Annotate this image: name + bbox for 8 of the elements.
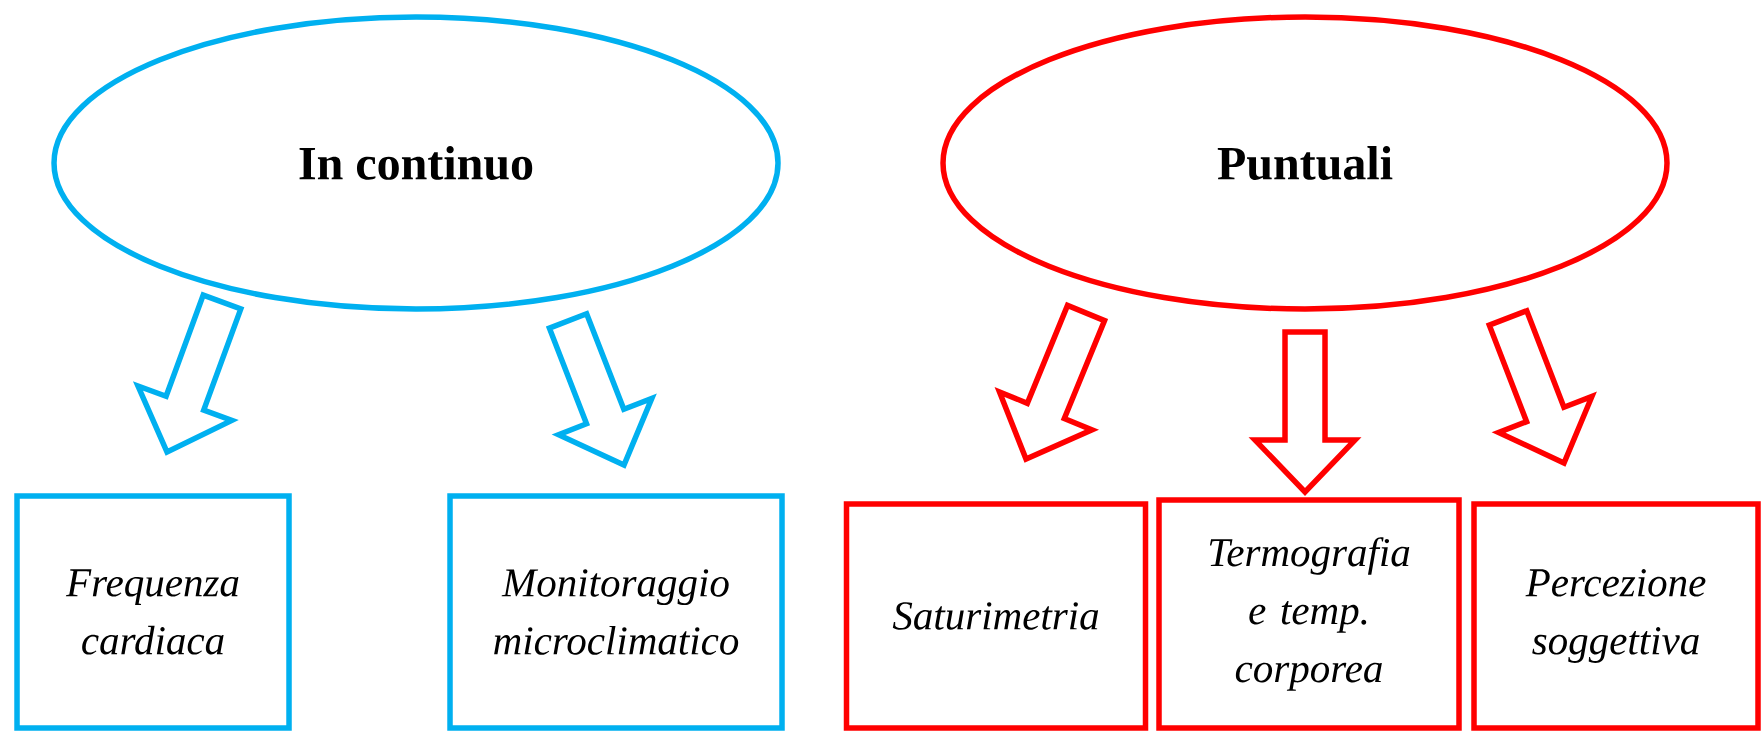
ellipse-node: In continuo [51, 14, 781, 312]
text-box: Monitoraggio microclimatico [447, 493, 785, 731]
ellipse-node: Puntuali [940, 14, 1670, 312]
block-arrow [1248, 329, 1362, 496]
text-box: Termografia e temp. corporea [1156, 497, 1462, 731]
text-box: Percezione soggettiva [1471, 501, 1761, 731]
text-box: Saturimetria [843, 501, 1149, 731]
text-box: Frequenza cardiaca [14, 493, 292, 731]
